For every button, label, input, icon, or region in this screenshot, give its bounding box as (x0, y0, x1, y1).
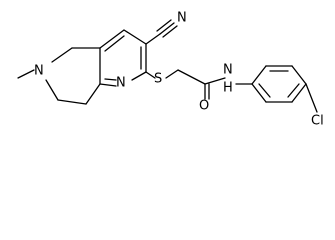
atom-amide-n: N (223, 63, 233, 78)
bond-methyl (17, 69, 35, 79)
bond-n-ch2-bottom (45, 79, 59, 101)
bond-cn-triple-2 (156, 19, 172, 32)
atom-chlorine: Cl (311, 114, 324, 129)
bond-c2-s (145, 71, 156, 79)
bond-ch2-c8a (85, 83, 101, 105)
bond-cn-triple-1 (159, 22, 175, 35)
atom-methyl-n: N (34, 64, 44, 79)
atom-nitrile-n: N (177, 11, 187, 26)
atom-amide-h: H (223, 81, 233, 96)
bond-ar-inner-2 (287, 83, 300, 98)
atom-pyridine-n: N (116, 76, 126, 91)
atom-oxygen: O (199, 99, 209, 114)
bond-ar-3 (291, 65, 307, 85)
molecule-drawing: N N N S O N H Cl (17, 11, 324, 129)
bond-carbonyl-n (204, 77, 226, 85)
bond-ar-cl (305, 83, 318, 113)
atom-sulfur: S (154, 72, 162, 87)
bond-n1-c8a-inner (104, 78, 117, 81)
bond-c2-n1 (131, 71, 147, 81)
bond-ar-inner-3 (258, 83, 271, 98)
bond-cn-triple-3 (162, 25, 178, 38)
bond-c4-c3 (123, 29, 147, 45)
bond-ch2-ch2 (57, 99, 87, 105)
bond-n-ch2-top (51, 47, 73, 63)
bond-s-ch2 (165, 69, 179, 79)
bond-ch2-carbonyl (177, 69, 206, 85)
bond-c4a-c4-inner (104, 35, 125, 52)
bond-n1-c8a-outer (99, 83, 117, 87)
bond-ar-1 (251, 65, 267, 85)
bond-ar-6 (251, 83, 267, 103)
bond-ar-4 (291, 83, 307, 103)
structure-canvas: N N N S O N H Cl (17, 10, 324, 129)
bond-c4a-c4-outer (99, 29, 125, 49)
bond-c3-cn (145, 33, 161, 45)
